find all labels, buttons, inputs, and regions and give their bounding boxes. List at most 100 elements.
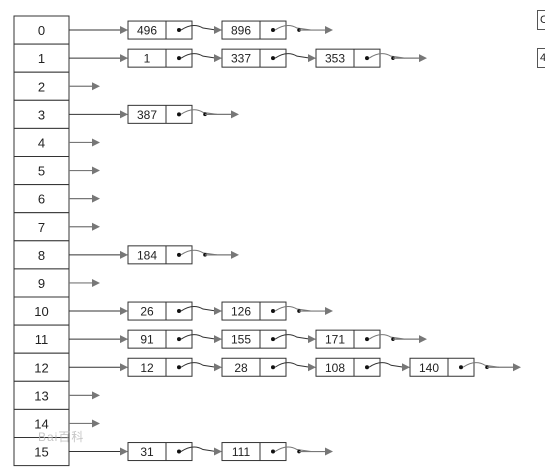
bucket-index-label: 0 (38, 23, 45, 38)
bucket-index-label: 9 (38, 276, 45, 291)
arrowhead (214, 447, 222, 456)
bucket-index-label: 14 (34, 416, 48, 431)
pointer-dot (271, 56, 275, 61)
node-box (315, 48, 381, 68)
list-node: 91 (127, 329, 193, 349)
node-box (127, 20, 193, 40)
bucket-5: 5 (13, 156, 70, 186)
null-pointer (274, 446, 312, 453)
next-pointer (274, 53, 311, 59)
arrowhead (92, 391, 100, 400)
node-box (409, 357, 475, 377)
bucket-cell (13, 437, 70, 467)
bucket-index-label: 1 (38, 51, 45, 66)
pointer-dot (177, 449, 181, 454)
arrowhead (214, 26, 222, 35)
bucket-index-label: 11 (35, 332, 49, 347)
bucket-index-label: 12 (34, 360, 48, 375)
node-box (127, 301, 193, 321)
list-node: 387 (127, 104, 193, 124)
arrowhead (120, 110, 128, 119)
list-node: 184 (127, 245, 193, 265)
node-box (127, 442, 193, 462)
arrowhead (419, 54, 427, 63)
bucket-index-label: 3 (38, 107, 45, 122)
pointer-dot (177, 28, 181, 33)
node-value: 12 (140, 361, 154, 375)
arrowhead (120, 447, 128, 456)
list-node: 171 (315, 329, 381, 349)
bucket-cell (13, 15, 70, 45)
null-pointer (368, 53, 406, 59)
pointer-dot (271, 337, 275, 342)
next-pointer (180, 362, 217, 368)
node-value: 31 (140, 445, 154, 459)
list-node: 1 (127, 48, 193, 68)
arrowhead (120, 307, 128, 316)
bucket-0: 0 (13, 15, 70, 45)
list-node: 896 (221, 20, 287, 40)
list-node: 12 (127, 357, 193, 377)
node-value: 155 (231, 333, 251, 347)
next-pointer (180, 25, 217, 31)
stub-label-1: C (537, 10, 545, 30)
bucket-index-label: 5 (38, 164, 45, 179)
pointer-dot (365, 365, 369, 370)
arrowhead (402, 363, 410, 372)
arrowhead (92, 138, 100, 147)
list-node: 155 (221, 329, 287, 349)
node-box (221, 20, 287, 40)
arrowhead (120, 363, 128, 372)
bucket-9: 9 (13, 268, 70, 298)
bucket-13: 13 (13, 380, 70, 410)
list-node: 337 (221, 48, 287, 68)
node-box (221, 329, 287, 349)
next-pointer (180, 446, 217, 453)
bucket-cell (13, 212, 70, 242)
arrowhead (92, 166, 100, 175)
bucket-3: 3 (13, 99, 70, 129)
arrowhead (325, 307, 333, 316)
arrowhead (308, 363, 316, 372)
bucket-index-label: 2 (38, 79, 45, 94)
list-node: 111 (221, 442, 287, 462)
bucket-index-label: 10 (34, 304, 48, 319)
next-pointer (180, 334, 217, 340)
arrowhead (231, 250, 239, 259)
bucket-cell (13, 408, 70, 438)
node-value: 896 (231, 24, 251, 38)
node-value: 126 (231, 305, 251, 319)
arrowhead (120, 335, 128, 344)
node-value: 353 (325, 52, 345, 66)
pointer-dot (271, 449, 275, 454)
list-node: 126 (221, 301, 287, 321)
arrowhead (419, 335, 427, 344)
node-value: 91 (140, 333, 154, 347)
pointer-dot (177, 309, 181, 314)
bucket-15: 15 (13, 437, 70, 467)
node-box (127, 104, 193, 124)
pointer-dot (271, 365, 275, 370)
arrowhead (92, 82, 100, 91)
pointer-dot (271, 28, 275, 33)
pointer-dot (177, 365, 181, 370)
arrowhead (92, 222, 100, 231)
arrowhead (92, 419, 100, 428)
node-box (221, 301, 287, 321)
node-box (221, 357, 287, 377)
arrowhead (308, 335, 316, 344)
node-value: 28 (234, 361, 248, 375)
bucket-2: 2 (13, 71, 70, 101)
next-pointer (180, 53, 217, 59)
node-value: 1 (144, 52, 151, 66)
null-pointer (180, 249, 218, 256)
list-node: 353 (315, 48, 381, 68)
list-node: 31 (127, 442, 193, 462)
arrowhead (120, 250, 128, 259)
next-pointer (274, 334, 311, 340)
bucket-index-label: 15 (34, 445, 48, 460)
bucket-8: 8 (13, 240, 70, 270)
list-node: 26 (127, 301, 193, 321)
arrowhead (325, 447, 333, 456)
